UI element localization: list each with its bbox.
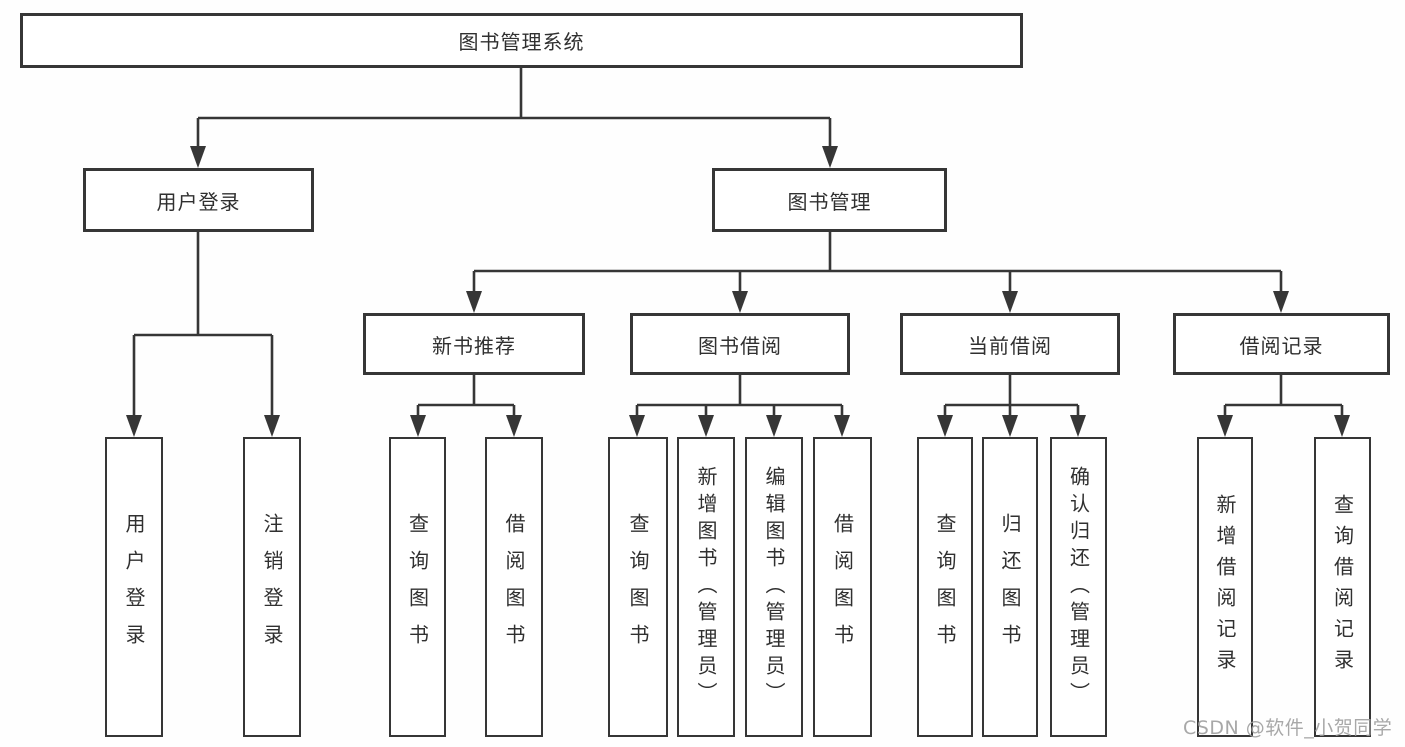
- leaf-bb-borrow-books: 借阅图书: [813, 437, 872, 737]
- leaf-cb-query-books-label: 查询图书: [933, 513, 957, 661]
- watermark: CSDN @软件_小贺同学: [1183, 717, 1393, 739]
- node-borrowing-records-label: 借阅记录: [1239, 333, 1324, 358]
- leaf-cb-query-books: 查询图书: [917, 437, 973, 737]
- leaf-cb-confirm-return-admin: 确认归还（管理员）: [1050, 437, 1107, 737]
- node-root-label: 图书管理系统: [458, 30, 585, 54]
- arrowheads: [126, 146, 1350, 437]
- leaf-user-login: 用户登录: [105, 437, 163, 737]
- node-borrowing-records: 借阅记录: [1173, 313, 1390, 375]
- leaf-br-add-record: 新增借阅记录: [1197, 437, 1253, 737]
- leaf-bb-query-books: 查询图书: [608, 437, 668, 737]
- node-user-login: 用户登录: [83, 168, 314, 232]
- leaf-bb-query-books-label: 查询图书: [626, 513, 650, 661]
- leaf-br-add-record-label: 新增借阅记录: [1213, 494, 1237, 680]
- leaf-logout-label: 注销登录: [260, 513, 284, 661]
- leaf-nbr-borrow-books-label: 借阅图书: [502, 513, 526, 661]
- leaf-bb-add-books-admin: 新增图书（管理员）: [677, 437, 735, 737]
- leaf-user-login-label: 用户登录: [122, 513, 146, 661]
- node-book-management: 图书管理: [712, 168, 947, 232]
- connector-lines: [132, 68, 1344, 419]
- node-current-borrowing-label: 当前借阅: [968, 333, 1052, 358]
- leaf-bb-add-books-admin-label: 新增图书（管理员）: [694, 465, 718, 709]
- leaf-br-query-record: 查询借阅记录: [1314, 437, 1371, 737]
- leaf-nbr-borrow-books: 借阅图书: [485, 437, 543, 737]
- node-new-book-recommend: 新书推荐: [363, 313, 585, 375]
- node-book-management-label: 图书管理: [787, 189, 872, 214]
- leaf-logout: 注销登录: [243, 437, 301, 737]
- node-new-book-recommend-label: 新书推荐: [432, 333, 516, 358]
- node-book-borrowing-label: 图书借阅: [698, 333, 782, 358]
- node-book-borrowing: 图书借阅: [630, 313, 850, 375]
- leaf-bb-borrow-books-label: 借阅图书: [830, 513, 855, 661]
- node-root: 图书管理系统: [20, 13, 1023, 68]
- leaf-br-query-record-label: 查询借阅记录: [1330, 494, 1355, 680]
- node-current-borrowing: 当前借阅: [900, 313, 1120, 375]
- node-user-login-label: 用户登录: [156, 189, 241, 214]
- leaf-nbr-query-books: 查询图书: [389, 437, 446, 737]
- leaf-cb-return-books: 归还图书: [982, 437, 1038, 737]
- leaf-cb-confirm-return-admin-label: 确认归还（管理员）: [1066, 465, 1091, 709]
- leaf-cb-return-books-label: 归还图书: [998, 513, 1022, 661]
- leaf-nbr-query-books-label: 查询图书: [405, 513, 430, 661]
- leaf-bb-edit-books-admin-label: 编辑图书（管理员）: [762, 465, 786, 709]
- leaf-bb-edit-books-admin: 编辑图书（管理员）: [745, 437, 803, 737]
